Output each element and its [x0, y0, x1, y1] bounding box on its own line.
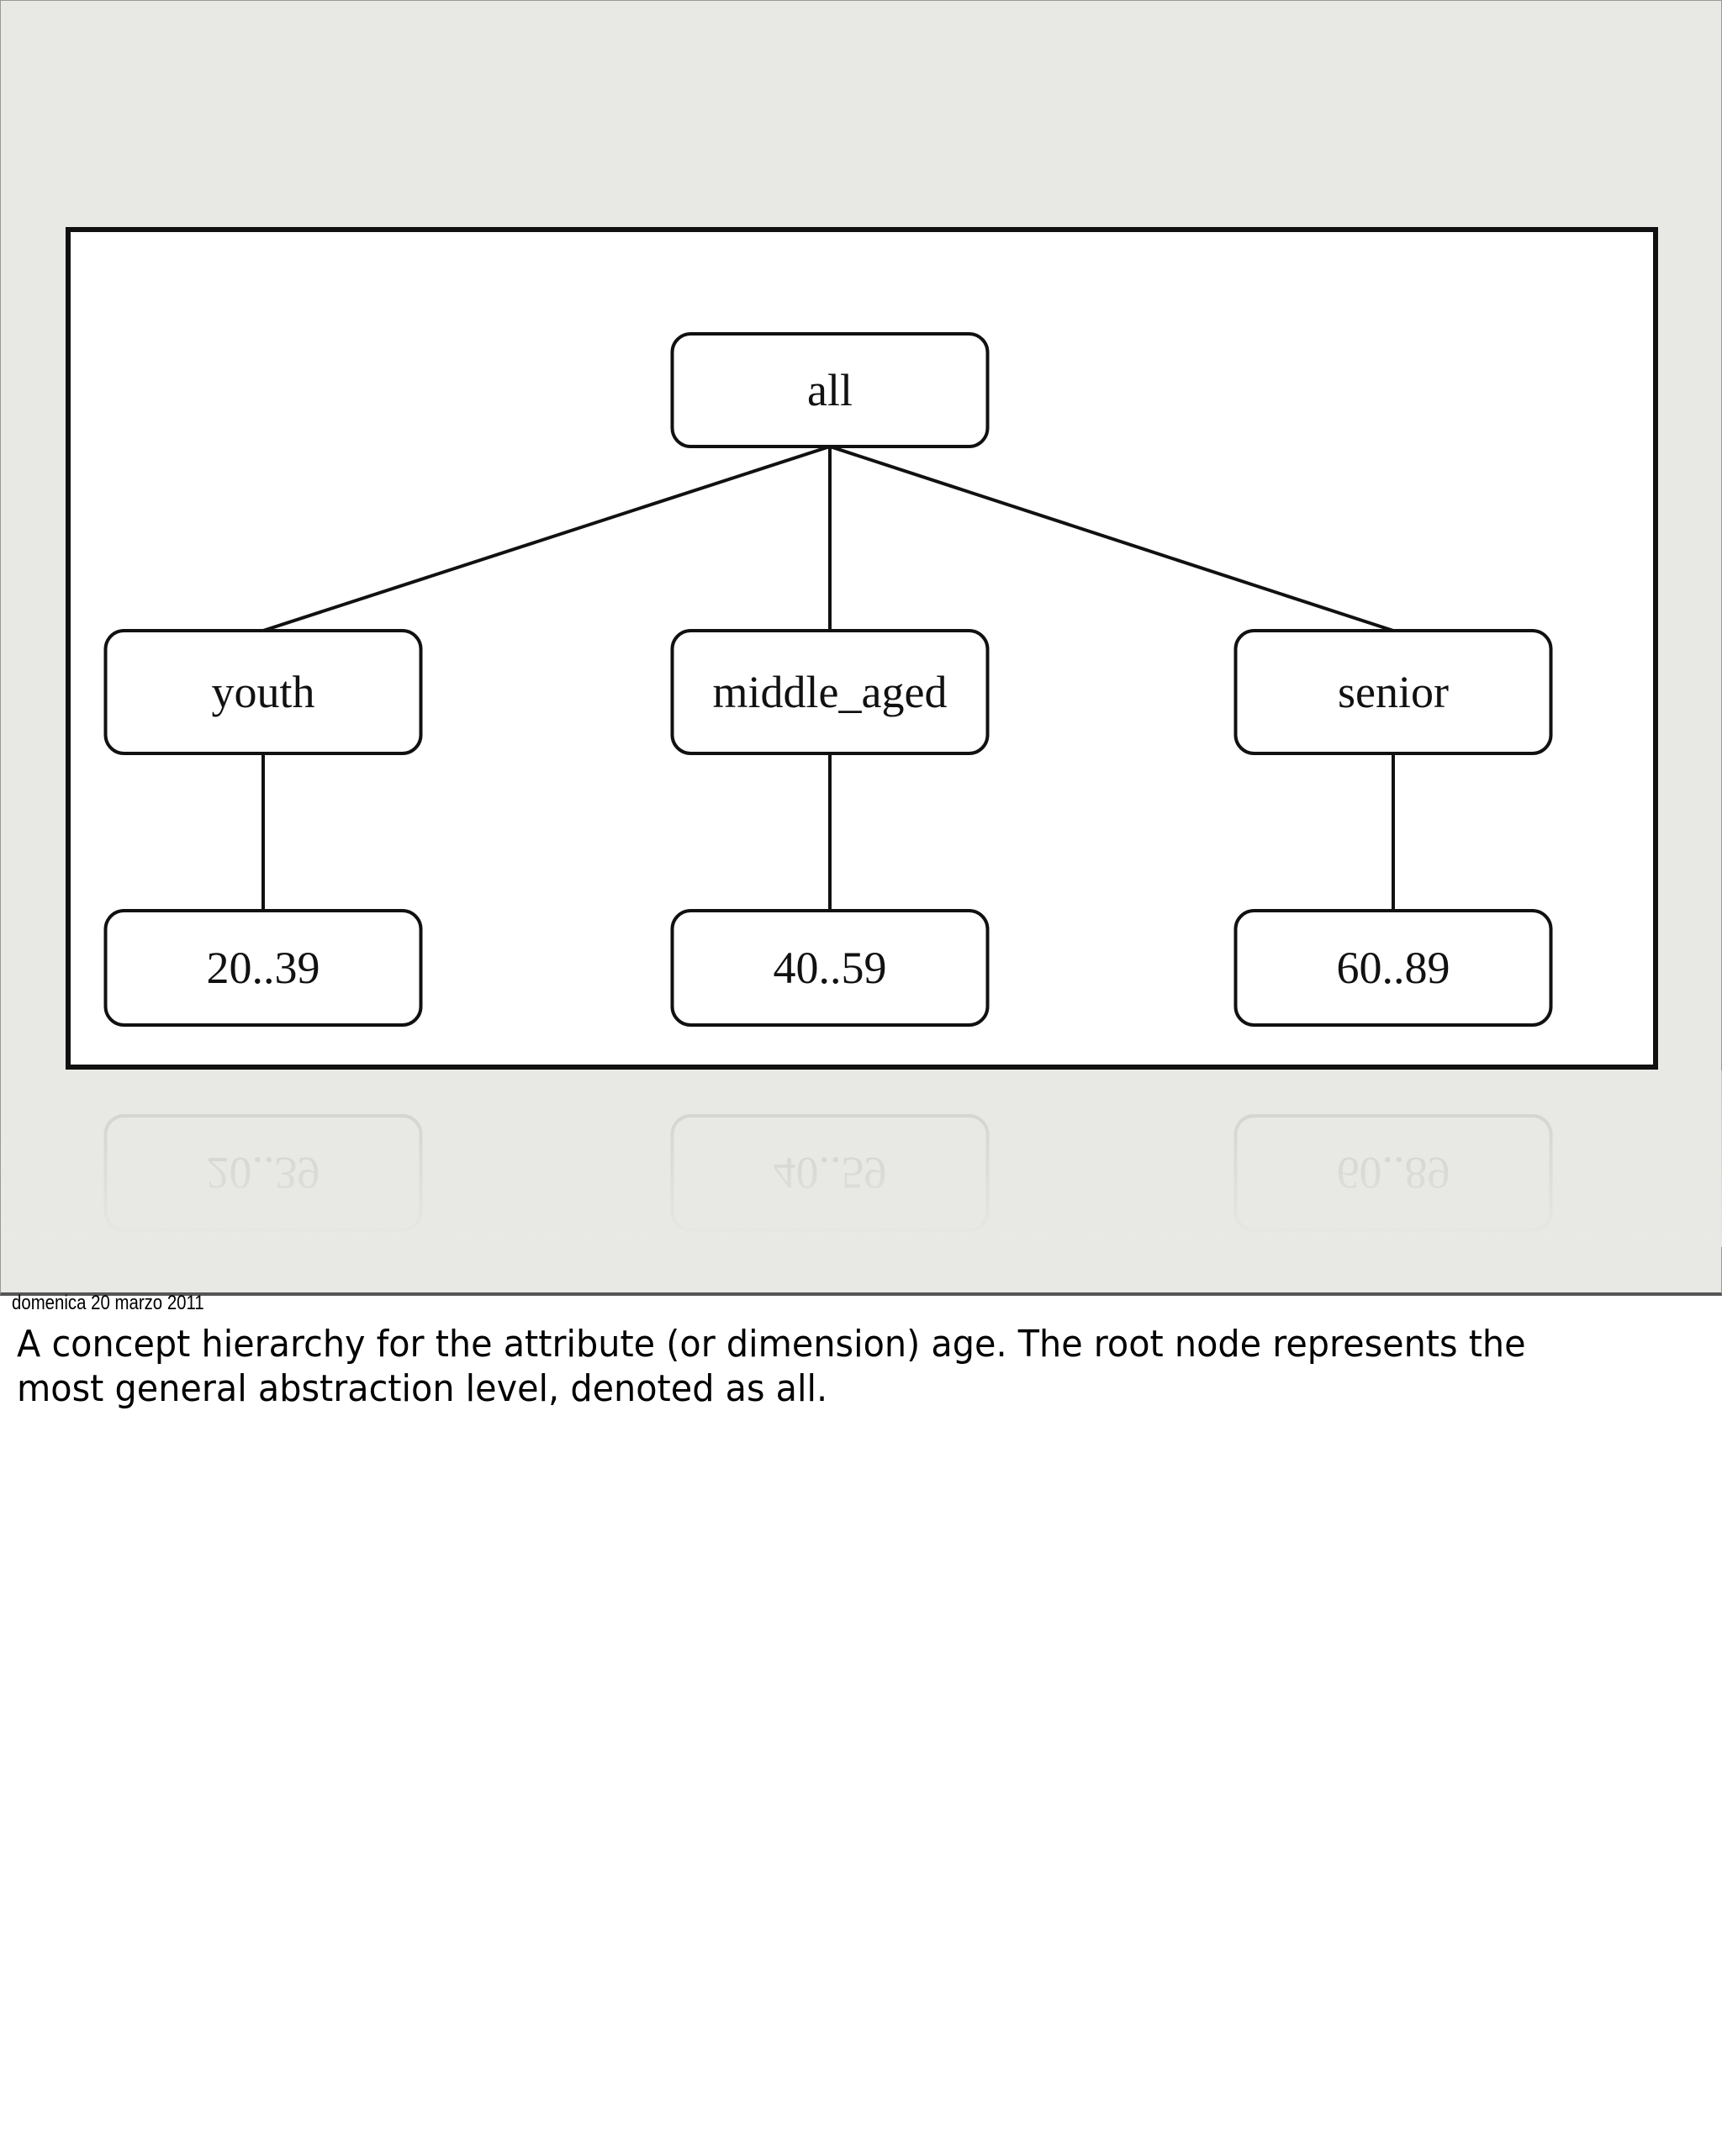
- node-r2: 40..59: [670, 909, 990, 1027]
- node-box: [670, 909, 990, 1027]
- node-youth: youth: [103, 629, 423, 755]
- node-box: [670, 332, 990, 448]
- node-label: senior: [1338, 667, 1449, 717]
- node-label: 40..59: [774, 943, 887, 993]
- edge-all-senior: [829, 445, 1394, 632]
- node-all: all: [670, 332, 990, 448]
- slide-caption: A concept hierarchy for the attribute (o…: [17, 1323, 1526, 1410]
- node-r1: 20..39: [103, 909, 423, 1027]
- slide: 20..39 40..59 60..89 all youth middle_aged se…: [0, 0, 1722, 1296]
- node-middle_aged: middle_aged: [670, 629, 990, 755]
- node-box: [1233, 909, 1553, 1027]
- node-box: [670, 629, 990, 755]
- node-label: all: [807, 365, 853, 415]
- concept-hierarchy-diagram: 20..39 40..59 60..89 all youth middle_aged se…: [1, 227, 1722, 1247]
- node-box: [1233, 629, 1553, 755]
- slide-date: domenica 20 marzo 2011: [12, 1292, 204, 1314]
- node-label: 20..39: [207, 943, 320, 993]
- node-senior: senior: [1233, 629, 1553, 755]
- edge-all-youth: [262, 445, 831, 632]
- node-label: middle_aged: [713, 667, 948, 717]
- node-r3: 60..89: [1233, 909, 1553, 1027]
- node-label: 60..89: [1337, 943, 1450, 993]
- node-label: youth: [211, 667, 314, 717]
- node-box: [103, 909, 423, 1027]
- node-box: [103, 629, 423, 755]
